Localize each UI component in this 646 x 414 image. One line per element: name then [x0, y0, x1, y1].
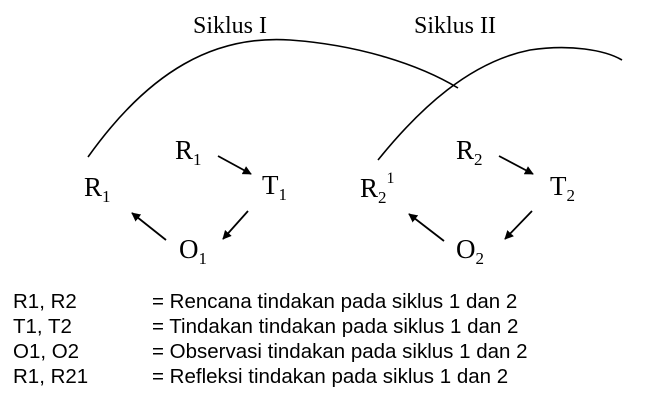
cycle-1-arrow-action-to-observation: [222, 210, 249, 240]
legend: R1, R2 = Rencana tindakan pada siklus 1 …: [13, 289, 528, 389]
cycle-2-arrow-plan-to-action: [498, 155, 534, 175]
cycle-1-arc: [87, 38, 459, 158]
legend-row: T1, T2 = Tindakan tindakan pada siklus 1…: [13, 314, 528, 339]
cycle-1-plan-start-label: R1: [84, 172, 111, 206]
cycle-2-action-label: T2: [550, 171, 575, 205]
cycle-diagram: Siklus I Siklus II R1 R1 T1 O1 R21 R2 T2…: [84, 13, 623, 268]
cycle-2-observation-label: O2: [456, 234, 484, 268]
legend-key: O1, O2: [13, 340, 80, 363]
cycle-2-arc: [377, 46, 623, 161]
legend-row: O1, O2 = Observasi tindakan pada siklus …: [13, 339, 528, 364]
legend-description: = Observasi tindakan pada siklus 1 dan 2: [152, 340, 528, 363]
legend-row: R1, R2 = Rencana tindakan pada siklus 1 …: [13, 289, 528, 314]
cycle-2-title: Siklus II: [414, 13, 496, 39]
cycle-2-plan-start-label: R21: [360, 170, 395, 207]
legend-key: R1, R21: [13, 365, 89, 388]
cycle-2-arrow-observation-to-plan: [408, 213, 445, 242]
cycle-1-title: Siklus I: [193, 13, 267, 39]
cycle-2-arrow-action-to-observation: [504, 210, 533, 240]
legend-key: T1, T2: [13, 315, 72, 338]
legend-row: R1, R21 = Refleksi tindakan pada siklus …: [13, 364, 528, 389]
cycle-1-arrow-observation-to-plan: [131, 212, 167, 241]
cycle-1-action-label: T1: [262, 170, 287, 204]
legend-description: = Tindakan tindakan pada siklus 1 dan 2: [152, 315, 519, 338]
legend-description: = Refleksi tindakan pada siklus 1 dan 2: [152, 365, 509, 388]
cycle-1-arrow-plan-to-action: [217, 155, 252, 175]
legend-description: = Rencana tindakan pada siklus 1 dan 2: [152, 290, 518, 313]
cycle-1-plan-label: R1: [175, 135, 202, 169]
cycle-2-plan-label: R2: [456, 135, 483, 169]
cycle-1-observation-label: O1: [179, 234, 207, 268]
legend-key: R1, R2: [13, 290, 77, 313]
